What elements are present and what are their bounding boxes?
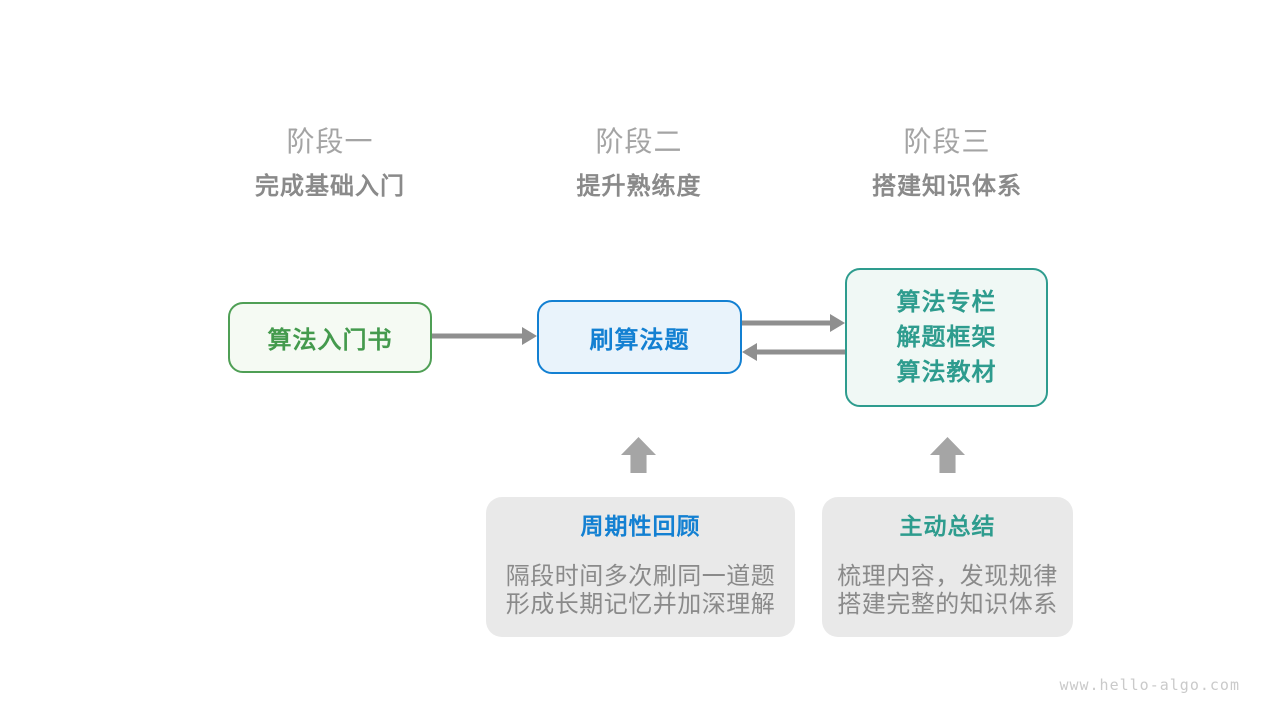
stage-2-title: 阶段二 — [595, 126, 683, 157]
note-body-line: 搭建完整的知识体系 — [837, 591, 1058, 618]
node-intro-book-label: 算法入门书 — [267, 327, 393, 354]
stage-3-header: 阶段三 搭建知识体系 — [787, 126, 1107, 202]
stage-1-subtitle: 完成基础入门 — [255, 173, 405, 200]
site-watermark: www.hello-algo.com — [1059, 676, 1240, 694]
stage-3-title: 阶段三 — [903, 126, 991, 157]
note-active-summary-body: 梳理内容，发现规律 搭建完整的知识体系 — [822, 563, 1073, 619]
node-resources-line-1: 算法专栏 — [896, 289, 997, 316]
stage-2-subtitle: 提升熟练度 — [576, 173, 702, 200]
node-practice-problems: 刷算法题 — [537, 300, 742, 374]
node-knowledge-resources: 算法专栏 解题框架 算法教材 — [845, 268, 1048, 407]
stage-2-header: 阶段二 提升熟练度 — [479, 126, 799, 202]
note-body-line: 隔段时间多次刷同一道题 — [505, 563, 776, 590]
stage-1-header: 阶段一 完成基础入门 — [170, 126, 490, 202]
stage-1-title: 阶段一 — [286, 126, 374, 157]
note-periodic-review: 周期性回顾 隔段时间多次刷同一道题 形成长期记忆并加深理解 — [486, 497, 795, 637]
block-arrow-up-right-icon — [930, 437, 965, 473]
note-body-line: 梳理内容，发现规律 — [837, 563, 1058, 590]
block-arrow-up-left-icon — [621, 437, 656, 473]
arrow-practice-to-resources — [742, 314, 845, 332]
note-body-line: 形成长期记忆并加深理解 — [505, 591, 776, 618]
note-periodic-review-title: 周期性回顾 — [580, 513, 701, 539]
arrow-intro-to-practice — [432, 327, 537, 345]
arrow-shaft — [755, 349, 845, 355]
note-active-summary-title: 主动总结 — [899, 513, 996, 539]
arrow-head-right-icon — [830, 314, 845, 332]
node-resources-line-3: 算法教材 — [896, 359, 997, 386]
arrow-shaft — [432, 333, 524, 339]
node-practice-problems-label: 刷算法题 — [589, 326, 690, 354]
stage-3-subtitle: 搭建知识体系 — [872, 173, 1022, 200]
node-resources-line-2: 解题框架 — [896, 324, 997, 351]
arrow-shaft — [742, 320, 832, 326]
arrow-head-right-icon — [522, 327, 537, 345]
arrow-resources-to-practice — [742, 343, 845, 361]
node-intro-book: 算法入门书 — [228, 302, 432, 373]
note-periodic-review-body: 隔段时间多次刷同一道题 形成长期记忆并加深理解 — [486, 563, 795, 619]
note-active-summary: 主动总结 梳理内容，发现规律 搭建完整的知识体系 — [822, 497, 1073, 637]
arrow-head-left-icon — [742, 343, 757, 361]
